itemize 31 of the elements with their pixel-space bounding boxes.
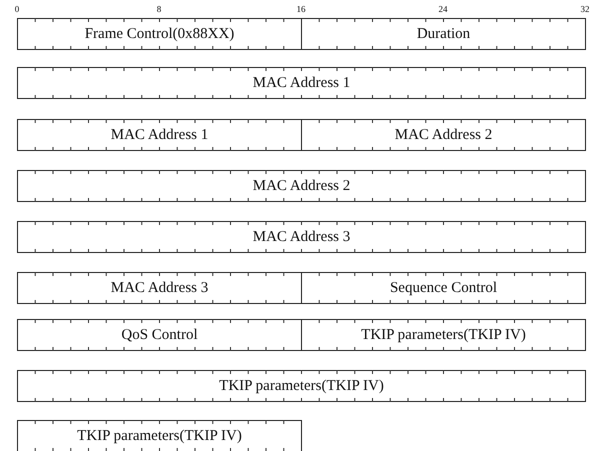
field-label: QoS Control [121, 326, 198, 344]
field-box [17, 119, 302, 151]
field-box [17, 370, 586, 402]
bit-number: 0 [14, 4, 20, 14]
field-label: Frame Control(0x88XX) [84, 26, 234, 42]
field-box [17, 170, 586, 202]
field-box [301, 119, 586, 151]
field-box [301, 319, 586, 351]
field-label: Sequence Control [390, 280, 498, 296]
field-label: Duration [416, 26, 470, 42]
bit-number: 8 [156, 4, 162, 14]
field-box [17, 272, 302, 304]
bit-number: 24 [438, 4, 448, 14]
field-label: TKIP parameters(TKIP IV) [361, 326, 526, 344]
field-label: MAC Address 2 [252, 178, 350, 194]
field-box [17, 18, 302, 50]
field-box [17, 319, 302, 351]
field-label: MAC Address 3 [252, 228, 350, 246]
field-label: MAC Address 2 [394, 126, 492, 144]
field-label: TKIP parameters(TKIP IV) [219, 378, 384, 394]
bit-number: 32 [580, 4, 590, 14]
field-box [17, 221, 586, 253]
field-label: MAC Address 1 [110, 126, 208, 144]
field-label: MAC Address 3 [110, 280, 208, 296]
field-box [301, 272, 586, 304]
field-box [301, 18, 586, 50]
field-box [17, 67, 586, 99]
field-label: MAC Address 1 [252, 74, 350, 92]
field-box [17, 420, 302, 451]
bit-number: 16 [296, 4, 306, 14]
field-label: TKIP parameters(TKIP IV) [77, 428, 242, 444]
